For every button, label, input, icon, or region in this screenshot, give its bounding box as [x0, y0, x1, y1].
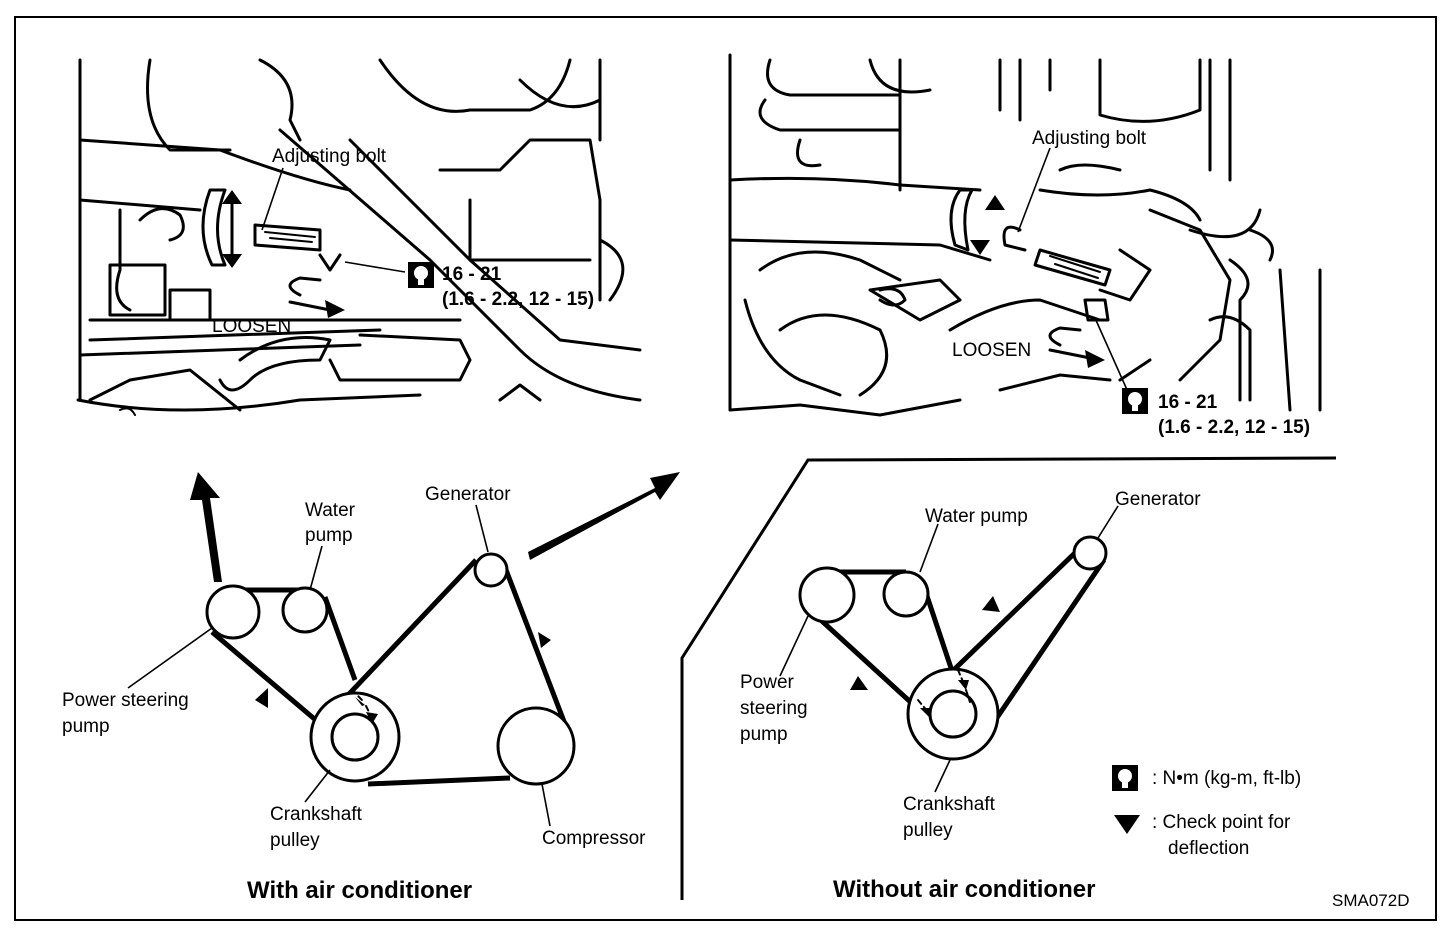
power-steering-pump-pulley	[798, 566, 856, 624]
torque-alt-right: (1.6 - 2.2, 12 - 15)	[1158, 417, 1310, 438]
power-steering-label-1: Power	[740, 672, 795, 693]
engine-illustration-without-ac	[728, 53, 1322, 417]
generator-pulley	[1072, 535, 1108, 571]
power-steering-pump-pulley	[205, 584, 261, 640]
outer-frame	[14, 16, 1437, 921]
generator-pulley	[473, 552, 509, 588]
legend	[1112, 765, 1140, 834]
caption-with-ac: With air conditioner	[247, 877, 472, 904]
check-point-icon	[1114, 815, 1140, 834]
caption-without-ac: Without air conditioner	[833, 876, 1095, 903]
power-steering-label-ac-1: Power steering	[62, 690, 189, 711]
check-point-marker	[538, 632, 551, 648]
torque-wrench-icon	[1122, 388, 1148, 414]
water-pump-label-ac-1: Water	[305, 500, 356, 521]
crankshaft-label-2: pulley	[903, 820, 953, 841]
adjusting-bolt-label-left: Adjusting bolt	[272, 146, 387, 167]
water-pump-label: Water pump	[925, 506, 1028, 527]
section-divider	[680, 456, 1337, 900]
water-pump-pulley	[281, 586, 329, 634]
crankshaft-label-1: Crankshaft	[903, 794, 996, 815]
engine-illustration-with-ac	[76, 58, 642, 416]
check-point-marker	[850, 676, 868, 690]
torque-wrench-icon	[1112, 765, 1138, 791]
torque-wrench-icon	[408, 262, 434, 288]
compressor-pulley	[496, 706, 576, 786]
torque-alt-left: (1.6 - 2.2, 12 - 15)	[442, 289, 594, 310]
figure-code: SMA072D	[1332, 891, 1409, 910]
belt-layout-without-ac	[779, 505, 1119, 793]
crankshaft-label-ac-2: pulley	[270, 830, 320, 851]
legend-check-point-1: : Check point for	[1152, 812, 1291, 833]
generator-label-ac: Generator	[425, 484, 511, 505]
loosen-label-right: LOOSEN	[952, 340, 1031, 361]
power-steering-label-ac-2: pump	[62, 716, 110, 737]
compressor-label: Compressor	[542, 828, 646, 849]
generator-label: Generator	[1115, 489, 1201, 510]
torque-range-left: 16 - 21	[442, 264, 502, 285]
power-steering-label-3: pump	[740, 724, 788, 745]
belt-layout-with-ac	[127, 504, 576, 827]
legend-check-point-2: deflection	[1168, 838, 1249, 859]
power-steering-label-2: steering	[740, 698, 808, 719]
pointer-arrows	[190, 472, 680, 582]
loosen-label-left: LOOSEN	[212, 316, 291, 337]
crankshaft-label-ac-1: Crankshaft	[270, 804, 363, 825]
water-pump-pulley	[882, 570, 930, 618]
water-pump-label-ac-2: pump	[305, 525, 353, 546]
check-point-marker	[255, 688, 268, 708]
legend-torque-units: : N•m (kg-m, ft-lb)	[1152, 768, 1301, 789]
torque-range-right: 16 - 21	[1158, 392, 1218, 413]
crankshaft-pulley-inner	[330, 712, 380, 762]
check-point-marker	[982, 596, 1000, 612]
adjusting-bolt-label-right: Adjusting bolt	[1032, 128, 1147, 149]
